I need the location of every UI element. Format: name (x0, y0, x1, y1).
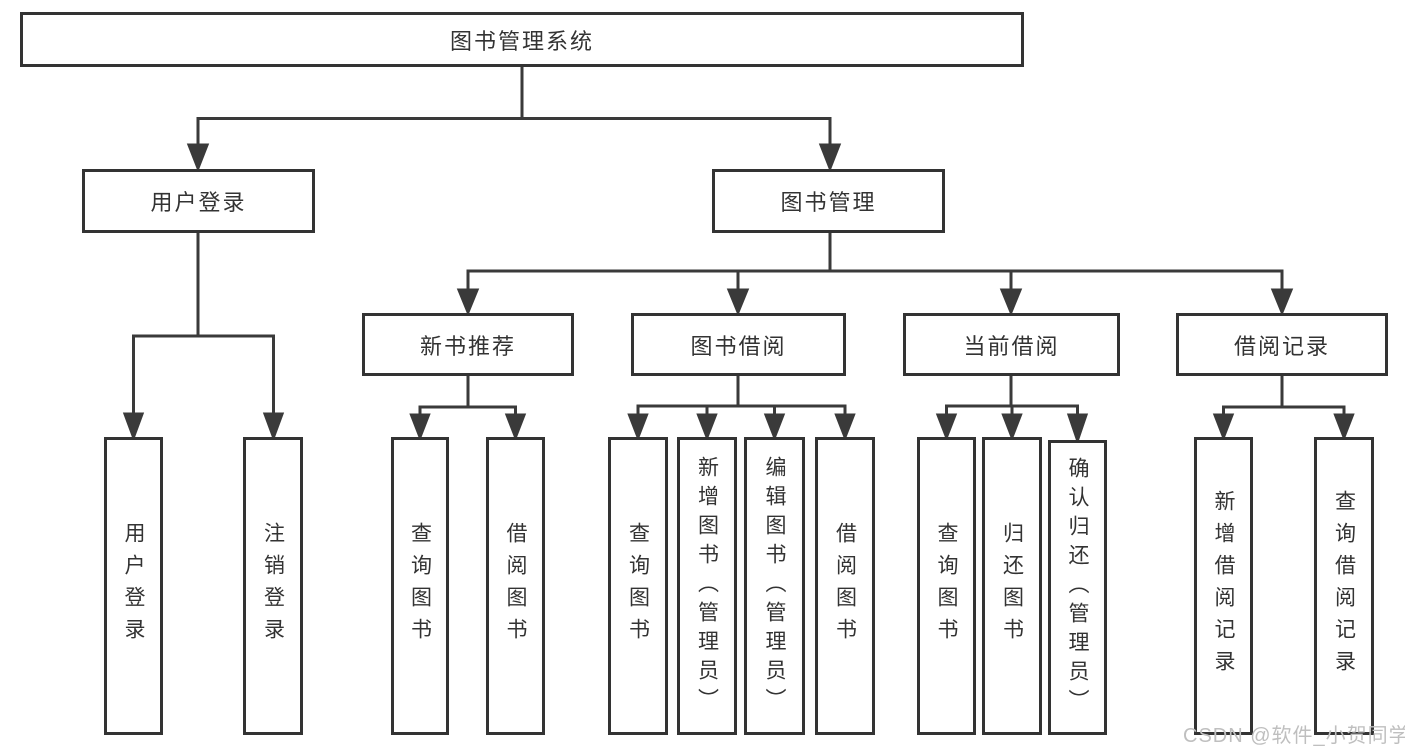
leaf-query-books-recommend: 查询图书 (391, 437, 449, 735)
node-label: 查询图书 (408, 522, 432, 650)
node-label: 借阅图书 (504, 522, 527, 650)
leaf-borrow-books-borrowing: 借阅图书 (815, 437, 875, 735)
arrow-down-icon (935, 413, 958, 442)
arrow-down-icon (409, 413, 431, 442)
arrow-down-icon (696, 413, 718, 442)
arrow-down-icon (1333, 413, 1355, 442)
node-label: 用户登录 (122, 522, 145, 650)
arrow-down-icon (262, 412, 285, 442)
leaf-user-login: 用户登录 (104, 437, 163, 735)
leaf-query-borrow-record: 查询借阅记录 (1314, 437, 1374, 735)
node-label: 新书推荐 (419, 333, 516, 359)
arrow-down-icon (456, 288, 480, 316)
node-current-borrowing: 当前借阅 (903, 313, 1120, 376)
leaf-logout: 注销登录 (243, 437, 303, 735)
node-label: 查询图书 (626, 522, 650, 650)
leaf-query-books-borrowing: 查询图书 (608, 437, 668, 735)
leaf-borrow-books-recommend: 借阅图书 (486, 437, 545, 735)
connector-book-management-to-level3 (456, 233, 1294, 316)
leaf-query-books-current: 查询图书 (917, 437, 976, 735)
node-book-borrowing: 图书借阅 (631, 313, 846, 376)
arrow-down-icon (834, 413, 856, 442)
node-label: 图书管理 (780, 190, 877, 215)
arrow-down-icon (1066, 413, 1089, 445)
node-label: 确认归还（管理员） (1066, 457, 1089, 718)
leaf-add-borrow-record: 新增借阅记录 (1194, 437, 1253, 735)
watermark-text: CSDN @软件_小贺同学 (1183, 725, 1405, 747)
arrow-down-icon (763, 413, 786, 442)
connector-current-borrowing-to-leaves (935, 376, 1089, 445)
arrow-down-icon (1212, 413, 1235, 442)
arrow-down-icon (726, 288, 750, 316)
node-label: 借阅图书 (833, 522, 857, 650)
node-label: 图书借阅 (690, 333, 787, 359)
arrow-down-icon (122, 412, 145, 442)
node-label: 归还图书 (1000, 522, 1024, 650)
node-library-management-system: 图书管理系统 (20, 12, 1024, 67)
arrow-down-icon (627, 413, 649, 442)
node-new-book-recommend: 新书推荐 (362, 313, 574, 376)
connector-book-borrowing-to-leaves (627, 376, 856, 442)
node-label: 图书管理系统 (449, 28, 594, 54)
connector-root-to-level2 (186, 65, 842, 173)
node-label: 注销登录 (261, 522, 285, 650)
arrow-down-icon (818, 143, 842, 173)
node-user-login: 用户登录 (82, 169, 315, 233)
arrow-down-icon (186, 143, 210, 173)
leaf-add-book-admin: 新增图书（管理员） (677, 437, 737, 735)
node-label: 当前借阅 (963, 333, 1060, 359)
node-label: 用户登录 (150, 190, 247, 215)
node-label: 查询图书 (935, 522, 958, 650)
connector-user-login-to-leaves (122, 233, 285, 442)
leaf-confirm-return-admin: 确认归还（管理员） (1048, 440, 1107, 735)
node-label: 新增图书（管理员） (695, 455, 719, 717)
connector-new-book-recommend-to-leaves (409, 376, 527, 442)
node-label: 新增借阅记录 (1212, 490, 1235, 682)
leaf-edit-book-admin: 编辑图书（管理员） (744, 437, 805, 735)
leaf-return-book: 归还图书 (982, 437, 1042, 735)
arrow-down-icon (999, 288, 1023, 316)
arrow-down-icon (504, 413, 527, 442)
connector-borrowing-records-to-leaves (1212, 376, 1355, 442)
node-label: 编辑图书（管理员） (763, 455, 786, 717)
arrow-down-icon (1001, 413, 1023, 442)
arrow-down-icon (1270, 288, 1294, 316)
node-label: 查询借阅记录 (1332, 490, 1356, 682)
node-book-management: 图书管理 (712, 169, 945, 233)
node-borrowing-records: 借阅记录 (1176, 313, 1388, 376)
node-label: 借阅记录 (1233, 333, 1330, 359)
